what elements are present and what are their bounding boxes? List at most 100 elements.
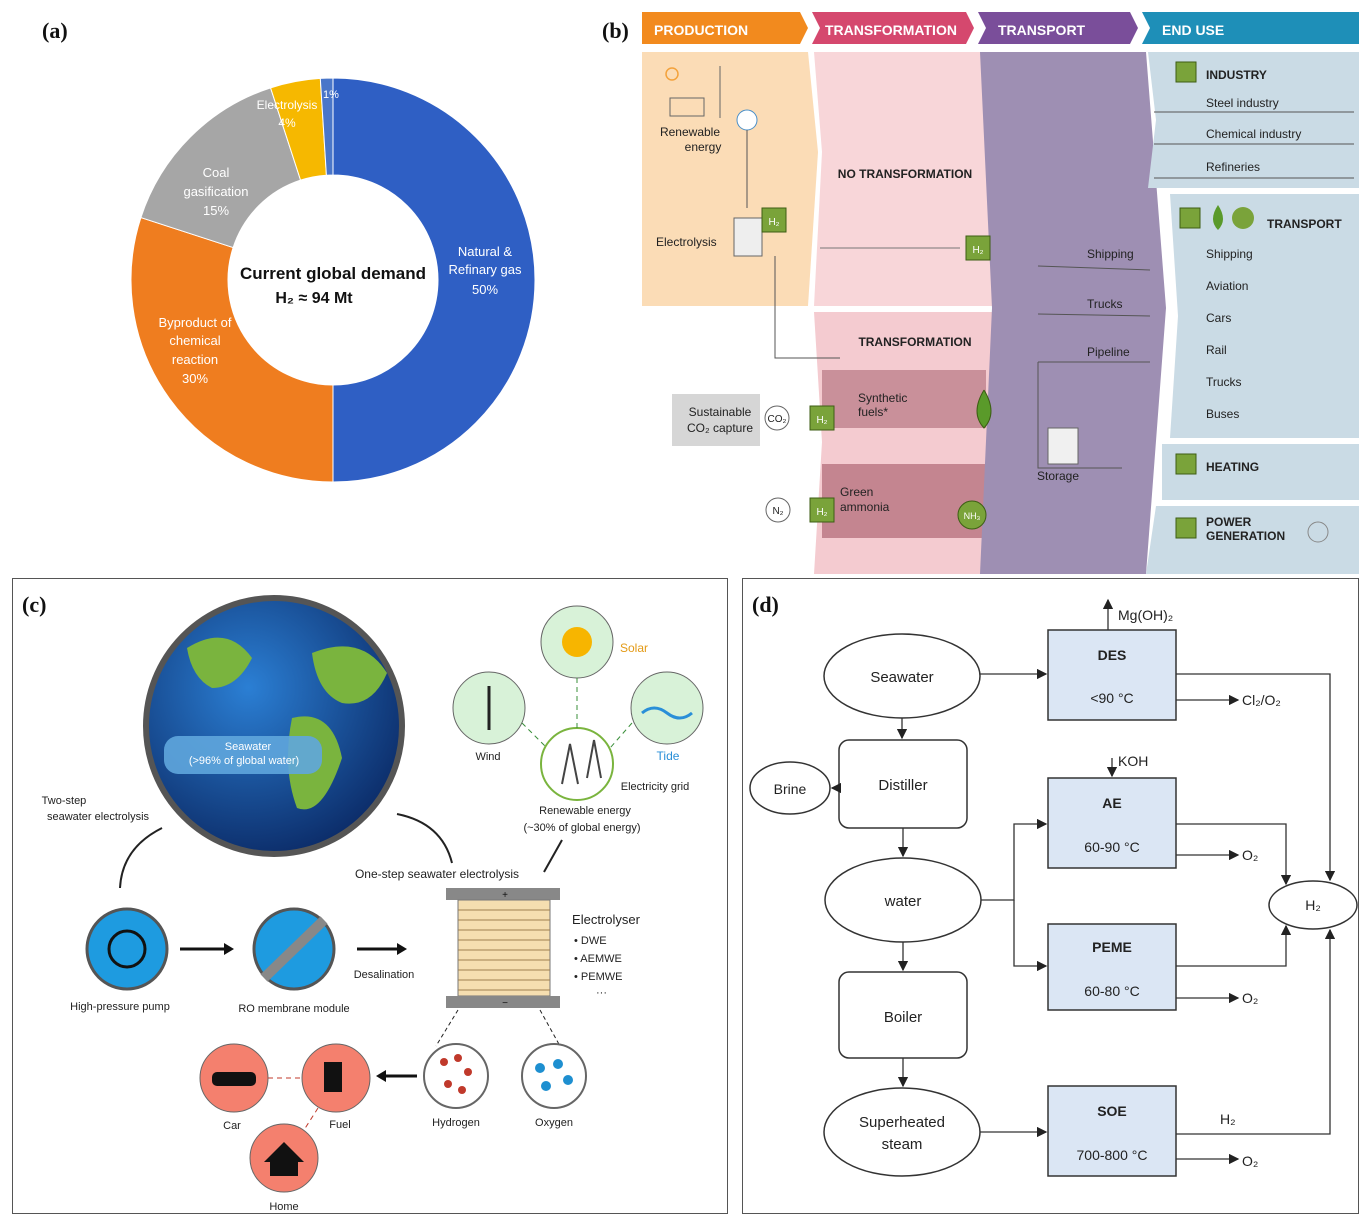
transport-trucks: Trucks: [1087, 297, 1123, 311]
renewable-arrow: [543, 839, 563, 873]
pump-rotor-icon: [107, 929, 147, 969]
oxygen-label: Oxygen: [535, 1117, 573, 1129]
svg-text:H₂: H₂: [816, 415, 827, 426]
end-buses: Buses: [1206, 407, 1239, 421]
slice-label-byproduct-pct: 30%: [182, 371, 208, 386]
end-aviation: Aviation: [1206, 279, 1248, 293]
steam-node: [823, 1087, 981, 1177]
trucks-arrow: [1037, 313, 1151, 317]
panel-c-seawater-electrolysis: Seawater (>96% of global water) Two-step…: [42, 595, 704, 1213]
steam-node-label-1: Superheated: [859, 1114, 945, 1131]
transport-end-title: TRANSPORT: [1267, 217, 1342, 231]
industry-chemical: Chemical industry: [1206, 127, 1301, 141]
peme-o2-label: O₂: [1242, 990, 1258, 1006]
electrolyser-stack: [457, 899, 551, 997]
distiller-node-label: Distiller: [878, 777, 927, 794]
soe-o2-label: O₂: [1242, 1153, 1258, 1169]
panel-a-donut-chart: Natural & Refinary gas 50% Byproduct of …: [130, 77, 536, 483]
sun-icon: [562, 627, 592, 657]
h2-node-label: H₂: [1305, 897, 1321, 913]
car-icon: [212, 1072, 256, 1086]
slice-label-natural-1: Natural &: [458, 244, 513, 259]
production-column: [642, 52, 818, 306]
end-use-heating-block: [1162, 444, 1359, 500]
brine-node: [749, 761, 831, 815]
slice-label-coal-1: Coal: [203, 165, 230, 180]
peme-temp: 60-80 °C: [1084, 983, 1139, 999]
end-rail: Rail: [1206, 343, 1227, 357]
one-step-label: One-step seawater electrolysis: [355, 867, 519, 881]
fuel-drop-small-icon: [1213, 205, 1223, 230]
soe-label: SOE: [1097, 1103, 1127, 1119]
electrolyser-bottom-plate: [446, 996, 560, 1008]
electrolyser-top-plate: [446, 888, 560, 900]
renewable-label-1: Renewable: [660, 125, 720, 139]
home-icon: [264, 1142, 304, 1176]
soe-h2-label: H₂: [1220, 1111, 1236, 1127]
seawater-callout: [164, 736, 322, 774]
tide-label: Tide: [657, 749, 680, 763]
two-step-label-2: seawater electrolysis: [47, 811, 150, 823]
electrolyser-type-pemwe: • PEMWE: [574, 971, 622, 983]
header-production-band: [642, 12, 808, 44]
end-cars: Cars: [1206, 311, 1231, 325]
one-step-arrow: [396, 813, 453, 864]
car-label: Car: [223, 1120, 241, 1132]
globe-icon: [143, 595, 405, 857]
mgoh-label: Mg(OH)₂: [1118, 607, 1173, 623]
green-ammonia-band: [822, 464, 986, 538]
ae-box: [1047, 777, 1177, 869]
svg-text:CO₂: CO₂: [768, 414, 787, 425]
flow-line-to-transformation: [774, 256, 840, 359]
transport-column: [980, 52, 1166, 574]
soe-box: [1047, 1085, 1177, 1177]
slice-label-byproduct-3: reaction: [172, 352, 218, 367]
header-end-use-band: [1142, 12, 1359, 44]
peme-box: [1047, 923, 1177, 1011]
electrolyser-icon: [733, 217, 763, 257]
svg-text:H₂: H₂: [816, 507, 827, 518]
hydrogen-to-fuel-arrowhead: [376, 1070, 386, 1082]
des-temp: <90 °C: [1090, 690, 1133, 706]
h2-badge-ammonia: [809, 497, 835, 523]
end-use-industry-block: [1148, 52, 1359, 188]
h2-badge-transport-in: [965, 235, 991, 261]
sustainable-label: Sustainable: [689, 405, 752, 419]
svg-text:N₂: N₂: [772, 506, 783, 517]
donut-slice-natural-refinary-gas: [332, 77, 536, 483]
hydrogen-label: Hydrogen: [432, 1117, 480, 1129]
slice-label-other-pct: 1%: [323, 89, 339, 101]
pump-to-ro-arrowhead: [224, 943, 234, 955]
shipping-arrow: [1037, 265, 1151, 271]
soe-temp: 700-800 °C: [1077, 1147, 1148, 1163]
continent-europe-asia: [312, 646, 387, 704]
solar-panel-icon: [669, 97, 705, 117]
two-step-arrow: [119, 827, 163, 889]
steam-node-label-2: steam: [882, 1136, 923, 1153]
slice-label-natural-2: Refinary gas: [449, 262, 522, 277]
ro-membrane-strip: [260, 916, 328, 982]
seawater-label-2: (>96% of global water): [189, 755, 299, 767]
seawater-label-1: Seawater: [225, 741, 272, 753]
renewable-label-2: (~30% of global energy): [523, 822, 640, 834]
to-hydrogen-link: [435, 1009, 459, 1047]
power-icon: [1307, 521, 1329, 543]
electrolyser-label: Electrolyser: [572, 912, 641, 927]
donut-center-title: Current global demand: [240, 264, 426, 283]
h2-badge-synthetic: [809, 405, 835, 431]
heating-title: HEATING: [1206, 460, 1259, 474]
synthetic-fuels-band: [822, 370, 986, 428]
wind-label: Wind: [475, 751, 500, 763]
lightning-icon: [736, 109, 758, 131]
two-step-label-1: Two-step: [42, 795, 87, 807]
power-title-2: GENERATION: [1206, 529, 1285, 543]
no-transformation-column: [814, 52, 1000, 306]
svg-text:NH₃: NH₃: [964, 511, 981, 521]
svg-text:H₂: H₂: [972, 245, 983, 256]
end-shipping: Shipping: [1206, 247, 1253, 261]
seawater-node-label: Seawater: [870, 669, 933, 686]
cl2o2-label: Cl₂/O₂: [1242, 692, 1281, 708]
boiler-node-label: Boiler: [884, 1009, 922, 1026]
panel-c-label: (c): [22, 592, 47, 617]
power-title-1: POWER: [1206, 515, 1252, 529]
